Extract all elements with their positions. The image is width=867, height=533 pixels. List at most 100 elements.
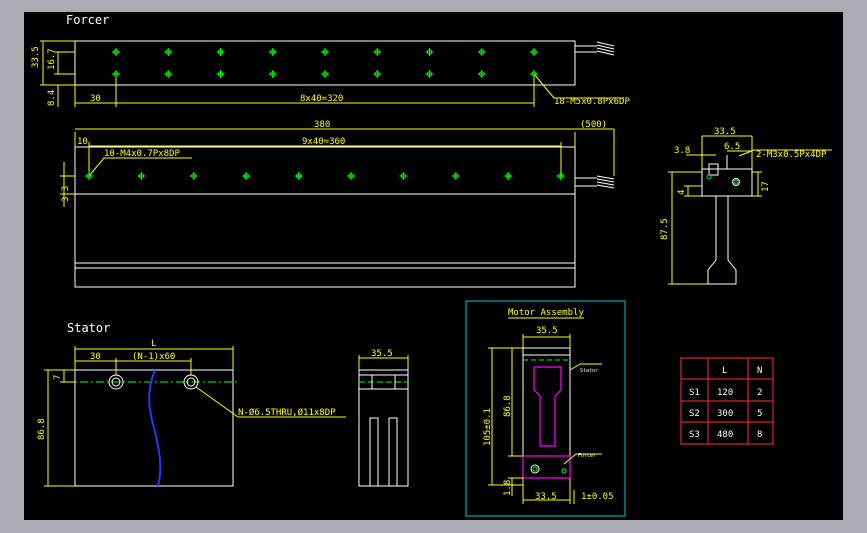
table-header-L: L xyxy=(722,366,727,376)
assembly-dim-105: 105±0.1 xyxy=(483,408,493,446)
forcer-top-hole xyxy=(477,70,486,78)
stator-size-table: L N S1 120 2 S2 300 5 S3 480 8 xyxy=(680,357,774,445)
forcer-top-hole xyxy=(425,48,434,56)
forcer-top-hole xyxy=(321,70,329,78)
motor-assembly-frame xyxy=(465,300,626,517)
forcer-front-hole xyxy=(556,172,565,180)
cad-drawing-canvas[interactable]: Forcer 33.5 16.7 xyxy=(24,12,843,520)
table-row-s3-name: S3 xyxy=(689,430,700,440)
forcer-front-hole xyxy=(451,172,460,180)
forcer-top-body xyxy=(74,40,576,86)
forcer-front-hole xyxy=(347,172,355,180)
forcer-front-dim-10: 10 xyxy=(77,137,88,147)
side-view-dim-3-8: 3.8 xyxy=(674,146,690,156)
forcer-front-hole xyxy=(85,172,93,180)
forcer-top-hole xyxy=(530,48,538,56)
motor-assembly-view: Motor Assembly 35.5 xyxy=(465,300,626,517)
forcer-top-hole xyxy=(530,70,538,78)
stator-side-view: 35.5 xyxy=(358,349,409,487)
forcer-front-holes xyxy=(85,172,565,180)
assembly-forcer-head xyxy=(522,455,571,479)
forcer-top-hole xyxy=(268,70,277,78)
assembly-dim-gap: 1±0.05 xyxy=(581,492,614,502)
forcer-front-body xyxy=(74,146,576,288)
forcer-top-holes-note: 18-M5x0.8Px6DP xyxy=(554,97,630,107)
side-view-stem xyxy=(707,196,737,285)
forcer-top-hole xyxy=(164,70,173,78)
forcer-front-dimensions xyxy=(60,128,615,207)
forcer-top-hole xyxy=(216,48,225,56)
side-view-dim-4: 4 xyxy=(677,190,687,195)
assembly-dim-86-8: 86.8 xyxy=(503,395,513,417)
assembly-forcer-callout: Forcer xyxy=(578,453,596,459)
forcer-top-dim-16-7: 16.7 xyxy=(47,48,57,70)
cad-drawing: Forcer 33.5 16.7 xyxy=(31,13,832,517)
forcer-side-view: 33.5 6.5 3.8 2-M3x0.5Px4DP 17 4 87.5 xyxy=(660,127,832,285)
forcer-front-hole xyxy=(242,172,251,180)
forcer-front-dim-9x40: 9x40=360 xyxy=(302,137,345,147)
forcer-front-hole xyxy=(504,172,513,180)
forcer-top-dimensions xyxy=(40,40,624,107)
side-view-dim-87-5: 87.5 xyxy=(660,218,670,240)
stator-dim-n1x60: (N-1)x60 xyxy=(132,352,175,362)
table-row-s2-N: 5 xyxy=(757,409,762,419)
forcer-title: Forcer xyxy=(66,13,109,27)
forcer-top-dim-30: 30 xyxy=(90,94,101,104)
forcer-front-view: 380 (500) 10 9x40=360 10-M4x0.7Px8DP 3.3 xyxy=(60,120,615,288)
table-header-N: N xyxy=(757,366,762,376)
forcer-top-hole xyxy=(321,48,329,56)
table-row-s3-L: 480 xyxy=(717,430,733,440)
stator-holes-note: N-Ø6.5THRU,Ø11x8DP xyxy=(238,407,336,418)
forcer-top-hole xyxy=(477,48,486,56)
table-row-s1-name: S1 xyxy=(689,388,700,398)
stator-front-view: L 30 (N-1)x60 7 86.8 N-Ø6.5THRU,Ø11x8DP xyxy=(37,339,346,487)
forcer-top-hole xyxy=(373,70,382,78)
forcer-top-hole xyxy=(425,70,434,78)
forcer-front-cable-icon xyxy=(575,175,615,189)
forcer-top-hole xyxy=(112,70,120,78)
forcer-top-hole xyxy=(268,48,277,56)
side-view-holes-note: 2-M3x0.5Px4DP xyxy=(756,150,827,160)
forcer-top-cable-icon xyxy=(575,41,615,56)
forcer-top-hole xyxy=(164,48,173,56)
assembly-stator-body xyxy=(522,347,571,457)
table-row-s1-N: 2 xyxy=(757,388,762,398)
forcer-top-hole xyxy=(216,70,225,78)
table-row-s2-L: 300 xyxy=(717,409,733,419)
forcer-front-hole xyxy=(294,172,303,180)
forcer-top-view: 33.5 16.7 8.4 30 8x40=320 18-M5x0.8Px6DP xyxy=(31,40,630,107)
stator-side-body xyxy=(358,369,409,487)
stator-dim-L: L xyxy=(151,339,156,349)
forcer-front-hole xyxy=(189,172,198,180)
forcer-top-hole xyxy=(373,48,382,56)
assembly-dim-1-8: 1.8 xyxy=(503,480,513,496)
forcer-top-holes xyxy=(112,48,538,78)
side-view-dim-33-5: 33.5 xyxy=(714,127,736,137)
side-view-dim-6-5: 6.5 xyxy=(724,142,740,152)
forcer-top-dim-8-4: 8.4 xyxy=(47,90,57,106)
forcer-top-hole xyxy=(112,48,120,56)
assembly-dimensions xyxy=(488,334,602,504)
stator-dim-30: 30 xyxy=(90,352,101,362)
assembly-dim-33-5: 33.5 xyxy=(535,492,557,502)
forcer-front-dim-500: (500) xyxy=(580,120,607,130)
side-view-dim-17: 17 xyxy=(761,181,771,192)
forcer-front-hole xyxy=(137,172,146,180)
stator-dim-7: 7 xyxy=(53,375,63,380)
stator-dimensions xyxy=(44,346,346,487)
table-row-s1-L: 120 xyxy=(717,388,733,398)
forcer-front-dim-380: 380 xyxy=(314,120,330,130)
table-row-s3-N: 8 xyxy=(757,430,762,440)
forcer-front-hole xyxy=(399,172,408,180)
forcer-front-holes-note: 10-M4x0.7Px8DP xyxy=(104,149,180,159)
assembly-forcer-stem xyxy=(533,366,562,447)
stator-dim-86-8: 86.8 xyxy=(37,418,47,440)
stator-break-line xyxy=(148,369,162,487)
forcer-front-dim-3-3: 3.3 xyxy=(61,186,71,202)
assembly-dim-35-5: 35.5 xyxy=(536,326,558,336)
assembly-stator-callout: Stator xyxy=(580,368,598,374)
table-row-s2-name: S2 xyxy=(689,409,700,419)
stator-title: Stator xyxy=(67,321,110,335)
motor-assembly-title: Motor Assembly xyxy=(508,308,584,318)
